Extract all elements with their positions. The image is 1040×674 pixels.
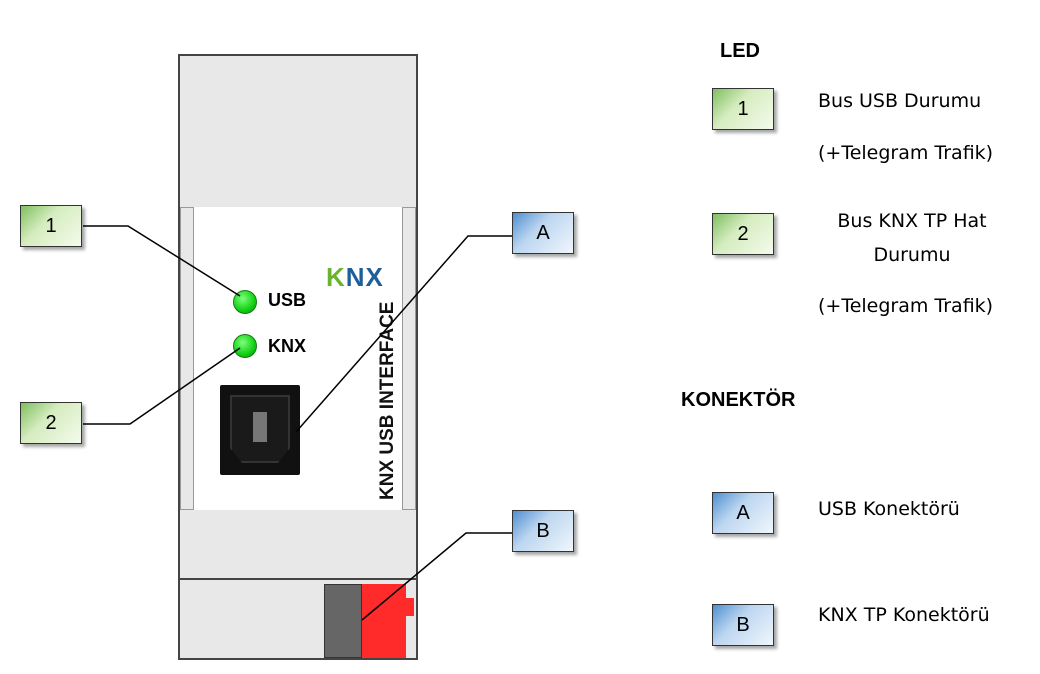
knx-led-label: KNX bbox=[268, 336, 307, 356]
legend-connector-heading: KONEKTÖR bbox=[681, 389, 796, 411]
callout-b: B bbox=[512, 510, 574, 552]
legend-item-b-label: KNX TP Konektörü bbox=[818, 604, 990, 626]
leader-line-1 bbox=[83, 225, 241, 297]
legend-item-1-line1: Bus USB Durumu bbox=[818, 90, 982, 112]
legend-badge-2: 2 bbox=[712, 213, 774, 255]
knx-logo: KNX bbox=[326, 262, 384, 293]
legend-item-2-line2: Durumu bbox=[873, 244, 951, 266]
device-right-rail bbox=[402, 207, 416, 510]
usb-b-port-pin bbox=[253, 412, 267, 442]
callout-2: 2 bbox=[20, 402, 82, 444]
knx-logo-text: KNX bbox=[326, 262, 384, 292]
knx-tp-connector-grey bbox=[324, 584, 362, 658]
legend-badge-b: B bbox=[712, 604, 774, 646]
leader-line-a bbox=[295, 235, 512, 433]
knx-tp-connector-tab bbox=[406, 598, 414, 616]
callout-1: 1 bbox=[20, 205, 82, 247]
legend-item-a-label: USB Konektörü bbox=[818, 498, 960, 520]
leader-line-2 bbox=[83, 347, 241, 425]
legend-badge-a: A bbox=[712, 492, 774, 534]
usb-led-label: USB bbox=[268, 290, 307, 310]
legend-led-heading: LED bbox=[720, 40, 760, 62]
callout-a: A bbox=[512, 212, 574, 254]
leader-line-b bbox=[361, 532, 512, 621]
legend-item-1-line2: (+Telegram Trafik) bbox=[818, 142, 994, 164]
legend-badge-1: 1 bbox=[712, 88, 774, 130]
knx-tp-connector-red bbox=[362, 584, 406, 658]
legend-item-2-line3: (+Telegram Trafik) bbox=[818, 295, 994, 317]
device-divider-bottom bbox=[178, 578, 418, 580]
legend-item-2-line1: Bus KNX TP Hat bbox=[837, 210, 987, 232]
knx-led bbox=[233, 334, 257, 358]
device-left-rail bbox=[180, 207, 194, 510]
